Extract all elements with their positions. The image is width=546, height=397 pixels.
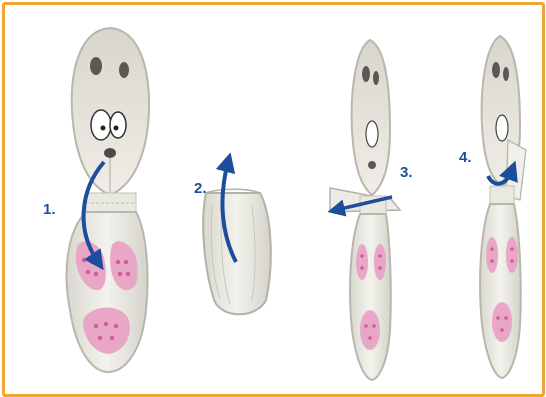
step-1-label: 1. <box>43 202 56 217</box>
figure-step-2 <box>203 162 271 314</box>
figure-1-nose <box>104 148 116 158</box>
figure-1-ear-mark <box>119 62 129 78</box>
figure-1-ear-mark <box>90 57 102 75</box>
figure-step-1 <box>67 28 150 372</box>
step-2-label: 2. <box>194 181 207 196</box>
figure-step-4 <box>480 36 526 378</box>
figure-3-head <box>352 40 390 195</box>
figure-2-folded-paper <box>203 193 271 314</box>
figure-3-lower-body <box>350 214 391 380</box>
step-3-label: 3. <box>400 165 413 180</box>
figure-1-eye <box>91 110 111 140</box>
figure-4-lower-body <box>480 204 521 378</box>
figure-1-eye <box>110 112 126 138</box>
step-4-label: 4. <box>459 150 472 165</box>
figure-step-3 <box>330 40 400 380</box>
